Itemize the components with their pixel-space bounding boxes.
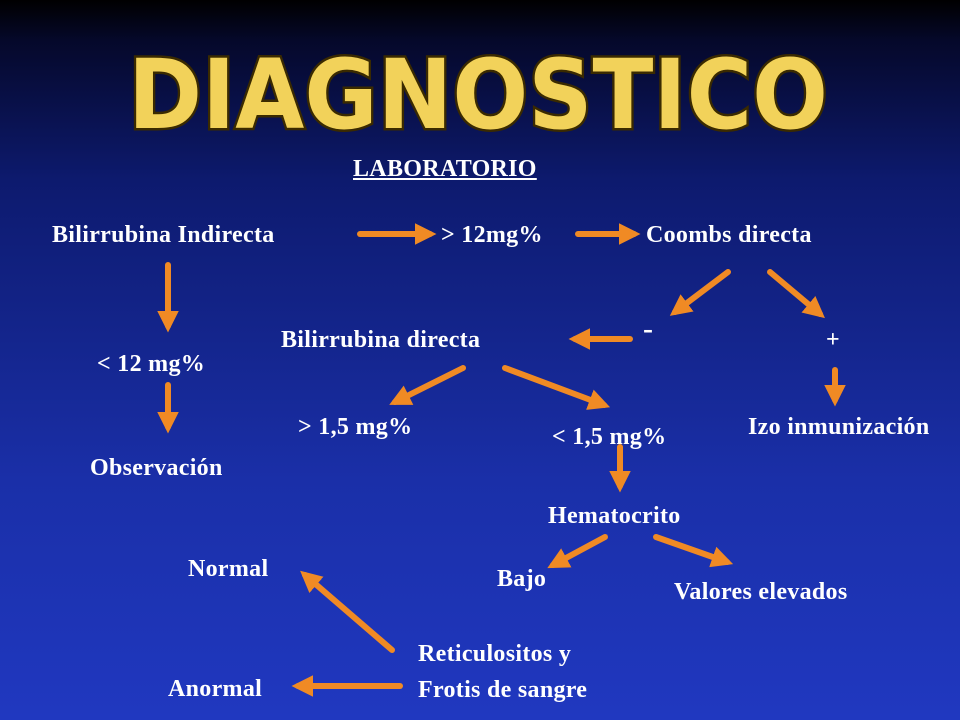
node-izo-inmunizacion: Izo inmunización [748, 414, 930, 440]
arrow-coombs-to-positivo [767, 269, 825, 319]
node-anormal: Anormal [168, 676, 263, 702]
node-observacion: Observación [90, 455, 223, 481]
node-menor-1-5: < 1,5 mg% [552, 424, 667, 450]
node-reticulositos-line1: Reticulositos y [418, 641, 572, 667]
node-coombs-positivo: + [826, 327, 840, 353]
node-menor-12: < 12 mg% [97, 351, 206, 377]
node-reticulositos-line2: Frotis de sangre [418, 677, 588, 703]
node-bajo: Bajo [497, 566, 547, 592]
node-mayor-1-5: > 1,5 mg% [298, 414, 413, 440]
slide-title-area: DIAGNOSTICO [0, 0, 960, 154]
node-bilirrubina-indirecta: Bilirrubina Indirecta [52, 222, 275, 248]
arrow-hematocrito-to-elevados [653, 534, 734, 568]
node-bilirrubina-directa: Bilirrubina directa [281, 327, 481, 353]
node-hematocrito: Hematocrito [548, 503, 681, 529]
node-coombs-negativo: - [643, 312, 654, 345]
slide-title: DIAGNOSTICO [128, 39, 828, 150]
section-heading-laboratorio: LABORATORIO [353, 156, 537, 182]
arrow-bdirecta-to-menor15 [502, 365, 611, 410]
node-mayor-12: > 12mg% [441, 222, 543, 248]
node-valores-elevados: Valores elevados [674, 579, 848, 605]
arrow-bdirecta-to-mayor15 [389, 365, 466, 405]
arrow-reticulositos-to-normal [300, 570, 395, 653]
arrow-coombs-to-negativo [669, 269, 731, 316]
node-normal: Normal [188, 556, 269, 582]
node-coombs-directa: Coombs directa [646, 222, 812, 248]
arrow-hematocrito-to-bajo [547, 534, 608, 569]
slide-title-graphic: DIAGNOSTICO [126, 37, 831, 154]
